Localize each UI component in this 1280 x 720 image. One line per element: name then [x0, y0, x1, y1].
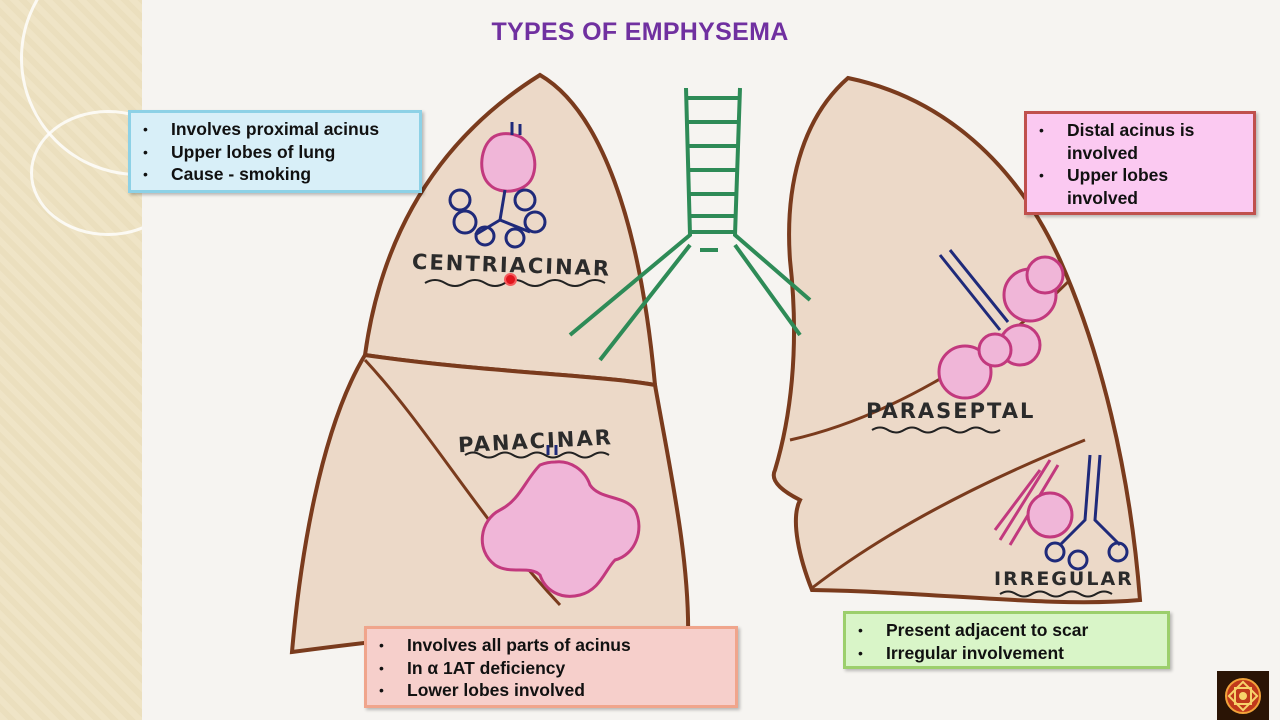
- right-lung-fissure-lower: [811, 438, 1086, 590]
- panacinar-info-box: Involves all parts of acinus In α 1AT de…: [364, 626, 738, 708]
- paraseptal-label: PARASEPTAL: [866, 399, 1035, 423]
- irregular-label: IRREGULAR: [994, 568, 1134, 590]
- right-lung: [771, 75, 1143, 605]
- pointer-cursor: [504, 273, 517, 286]
- mandala-icon: [1225, 677, 1261, 714]
- panacinar-acinus: [480, 445, 641, 598]
- info-bullet: Lower lobes involved: [377, 679, 725, 702]
- info-bullet: Cause - smoking: [141, 163, 409, 186]
- info-bullet: Upper lobes involved: [1037, 164, 1243, 209]
- centriacinar-info-box: Involves proximal acinus Upper lobes of …: [128, 110, 422, 193]
- info-bullet: Involves proximal acinus: [141, 118, 409, 141]
- irregular-info-box: Present adjacent to scar Irregular invol…: [843, 611, 1170, 669]
- decorative-side-strip: [0, 0, 256, 720]
- centriacinar-acinus: [448, 122, 547, 249]
- panacinar-underline: [464, 451, 610, 459]
- page-title: TYPES OF EMPHYSEMA: [491, 18, 789, 46]
- info-bullet: Distal acinus is involved: [1037, 119, 1243, 164]
- paraseptal-acinus: [937, 249, 1065, 400]
- distal-acinus-info-box: Distal acinus is involved Upper lobes in…: [1024, 111, 1256, 215]
- info-bullet: Irregular involvement: [856, 642, 1157, 665]
- irregular-underline: [999, 590, 1113, 598]
- irregular-acinus: [993, 454, 1129, 571]
- info-bullet: Present adjacent to scar: [856, 619, 1157, 642]
- info-bullet: Involves all parts of acinus: [377, 634, 725, 657]
- info-bullet: In α 1AT deficiency: [377, 657, 725, 680]
- channel-logo: [1217, 671, 1269, 720]
- paraseptal-underline: [871, 426, 1001, 434]
- trachea: [568, 87, 812, 362]
- info-bullet: Upper lobes of lung: [141, 141, 409, 164]
